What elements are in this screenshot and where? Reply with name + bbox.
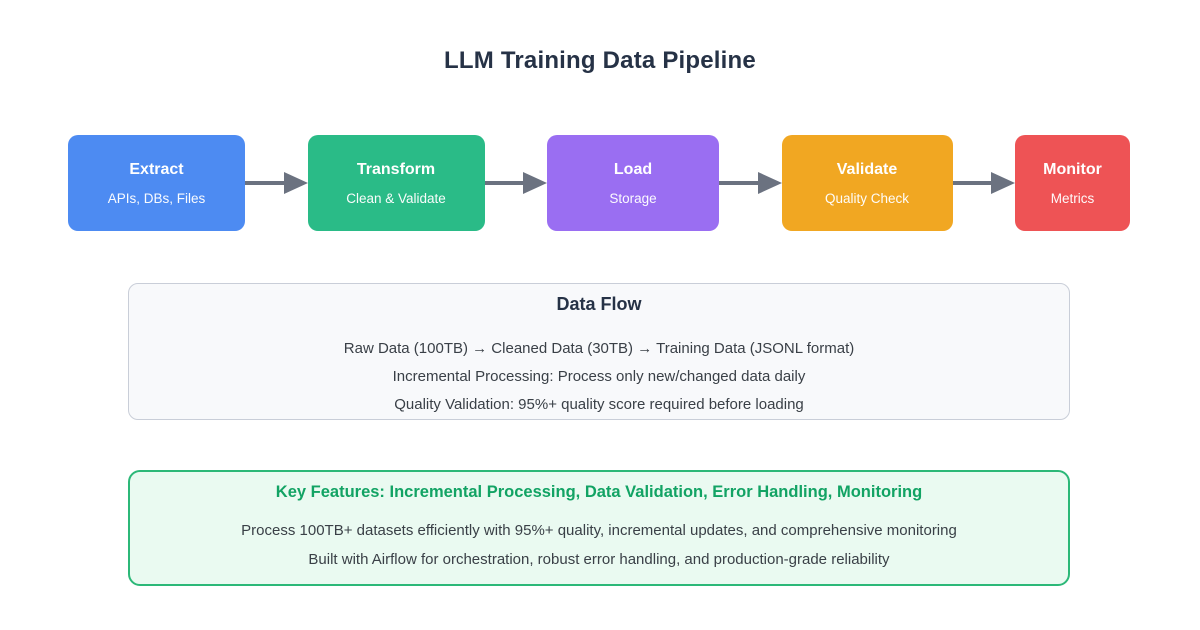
arrowhead-right-icon xyxy=(991,172,1015,194)
key-features-line: Process 100TB+ datasets efficiently with… xyxy=(241,522,957,539)
pipeline-stage-load: Load Storage xyxy=(547,135,719,231)
pipeline-stage-validate: Validate Quality Check xyxy=(781,135,953,231)
arrow-line xyxy=(484,181,524,185)
pipeline-stage-extract: Extract APIs, DBs, Files xyxy=(68,135,245,231)
stage-subtitle: Storage xyxy=(609,190,657,206)
arrowhead-right-icon xyxy=(757,172,782,194)
flow-arrow xyxy=(245,135,308,231)
data-flow-line: Quality Validation: 95%+ quality score r… xyxy=(394,396,804,413)
pipeline-flow-row: Extract APIs, DBs, Files Transform Clean… xyxy=(68,135,1130,231)
stage-title: Monitor xyxy=(1043,160,1102,178)
key-features-title: Key Features: Incremental Processing, Da… xyxy=(275,483,923,501)
data-flow-panel: Data Flow Raw Data (100TB) → Cleaned Dat… xyxy=(128,283,1070,420)
stage-title: Load xyxy=(613,160,653,178)
flow-arrow xyxy=(952,135,1015,231)
data-flow-line: Raw Data (100TB) → Cleaned Data (30TB) →… xyxy=(343,340,855,357)
stage-title: Transform xyxy=(356,160,436,178)
key-features-panel: Key Features: Incremental Processing, Da… xyxy=(128,470,1070,586)
data-flow-line: Incremental Processing: Process only new… xyxy=(392,368,806,385)
pipeline-stage-transform: Transform Clean & Validate xyxy=(307,135,485,231)
arrowhead-right-icon xyxy=(523,172,547,194)
data-flow-title: Data Flow xyxy=(556,294,642,314)
stage-title: Validate xyxy=(836,160,898,178)
arrow-line xyxy=(245,181,285,185)
page-title: LLM Training Data Pipeline xyxy=(444,47,756,75)
arrow-line xyxy=(952,181,992,185)
stage-subtitle: Metrics xyxy=(1050,190,1095,206)
flow-arrow xyxy=(719,135,782,231)
arrow-line xyxy=(719,181,759,185)
stage-title: Extract xyxy=(129,160,184,178)
key-features-line: Built with Airflow for orchestration, ro… xyxy=(308,551,890,568)
stage-subtitle: APIs, DBs, Files xyxy=(107,190,206,206)
pipeline-stage-monitor: Monitor Metrics xyxy=(1015,135,1130,231)
arrowhead-right-icon xyxy=(283,172,308,194)
stage-subtitle: Quality Check xyxy=(824,190,910,206)
stage-subtitle: Clean & Validate xyxy=(346,190,446,206)
flow-arrow xyxy=(484,135,547,231)
